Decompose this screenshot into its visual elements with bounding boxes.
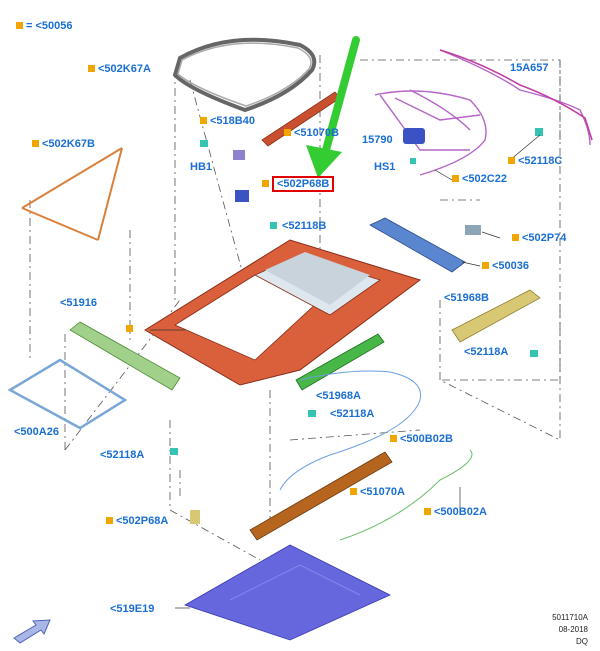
label-52118B: <52118B <box>282 220 327 232</box>
label-51968A: <51968A <box>316 390 361 402</box>
side-trim-green-left <box>69 321 181 391</box>
label-HS1: HS1 <box>374 161 396 173</box>
label-52118A-middle: <52118A <box>330 408 375 420</box>
label-500A26: <500A26 <box>14 426 59 438</box>
diagram-initials: DQ <box>576 637 588 646</box>
label-15790: 15790 <box>362 134 393 146</box>
drain-tube-rear <box>339 449 473 541</box>
label-502C22: <502C22 <box>452 173 507 186</box>
callout-square-icon <box>284 128 291 136</box>
label-502P74: <502P74 <box>512 232 566 245</box>
rear-bow-bar <box>249 451 393 541</box>
side-trim-yellow <box>451 289 541 343</box>
wiring-harness <box>374 49 591 176</box>
callout-square-icon <box>452 174 459 182</box>
view-direction-arrow-icon <box>13 619 51 644</box>
label-502K67A: <502K67A <box>88 63 151 76</box>
label-500B02B: <500B02B <box>390 433 453 446</box>
label-50036: <50036 <box>482 260 529 273</box>
callout-square-icon <box>508 156 515 164</box>
label-51070B: <51070B <box>284 127 339 140</box>
label-502K67B: <502K67B <box>32 138 95 151</box>
label-52118C: <52118C <box>508 155 562 168</box>
callout-square-icon <box>262 179 269 187</box>
callout-square-icon <box>88 64 95 72</box>
callout-square-icon <box>32 139 39 147</box>
drain-tube-front <box>279 370 422 491</box>
label-52118A-right: <52118A <box>464 346 509 358</box>
label-51968B: <51968B <box>444 292 489 304</box>
headliner-panel <box>184 544 391 641</box>
callout-square-icon <box>390 434 397 442</box>
legend-text: = <50056 <box>26 20 73 32</box>
label-502P68A: <502P68A <box>106 515 168 528</box>
leader-lines <box>150 134 541 609</box>
label-518B40: <518B40 <box>200 115 255 128</box>
callout-square-icon <box>512 233 519 241</box>
callout-square-icon <box>106 516 113 524</box>
label-roof-frame-callout <box>126 323 136 336</box>
front-bow <box>7 358 128 430</box>
rear-header-panel <box>369 217 466 273</box>
label-15A657: 15A657 <box>510 62 549 74</box>
callout-square-icon <box>126 324 133 332</box>
label-502P68B-highlighted: <502P68B <box>262 176 335 192</box>
clips <box>170 128 543 524</box>
label-52118A-left: <52118A <box>100 449 145 461</box>
green-pointer-arrow-icon <box>306 36 360 178</box>
legend: = <50056 <box>16 20 73 33</box>
label-HB1: HB1 <box>190 161 213 173</box>
antenna-cable <box>439 49 593 141</box>
callout-square-icon <box>16 21 23 29</box>
callout-square-icon <box>482 261 489 269</box>
diagram-footer: 5011710A 08-2018 DQ <box>552 612 588 648</box>
callout-square-icon <box>350 487 357 495</box>
label-500B02A: <500B02A <box>424 506 487 519</box>
label-519E19: <519E19 <box>110 603 155 615</box>
rear-seal <box>21 147 123 241</box>
roof-frame <box>144 239 422 386</box>
sunroof-motor <box>403 128 425 144</box>
callout-square-icon <box>200 116 207 124</box>
label-51070A: <51070A <box>350 486 405 499</box>
label-51916: <51916 <box>60 297 98 309</box>
sunroof-seal-ring <box>172 37 317 113</box>
diagram-code: 5011710A <box>552 613 588 622</box>
callout-square-icon <box>424 507 431 515</box>
diagram-date: 08-2018 <box>558 625 588 634</box>
